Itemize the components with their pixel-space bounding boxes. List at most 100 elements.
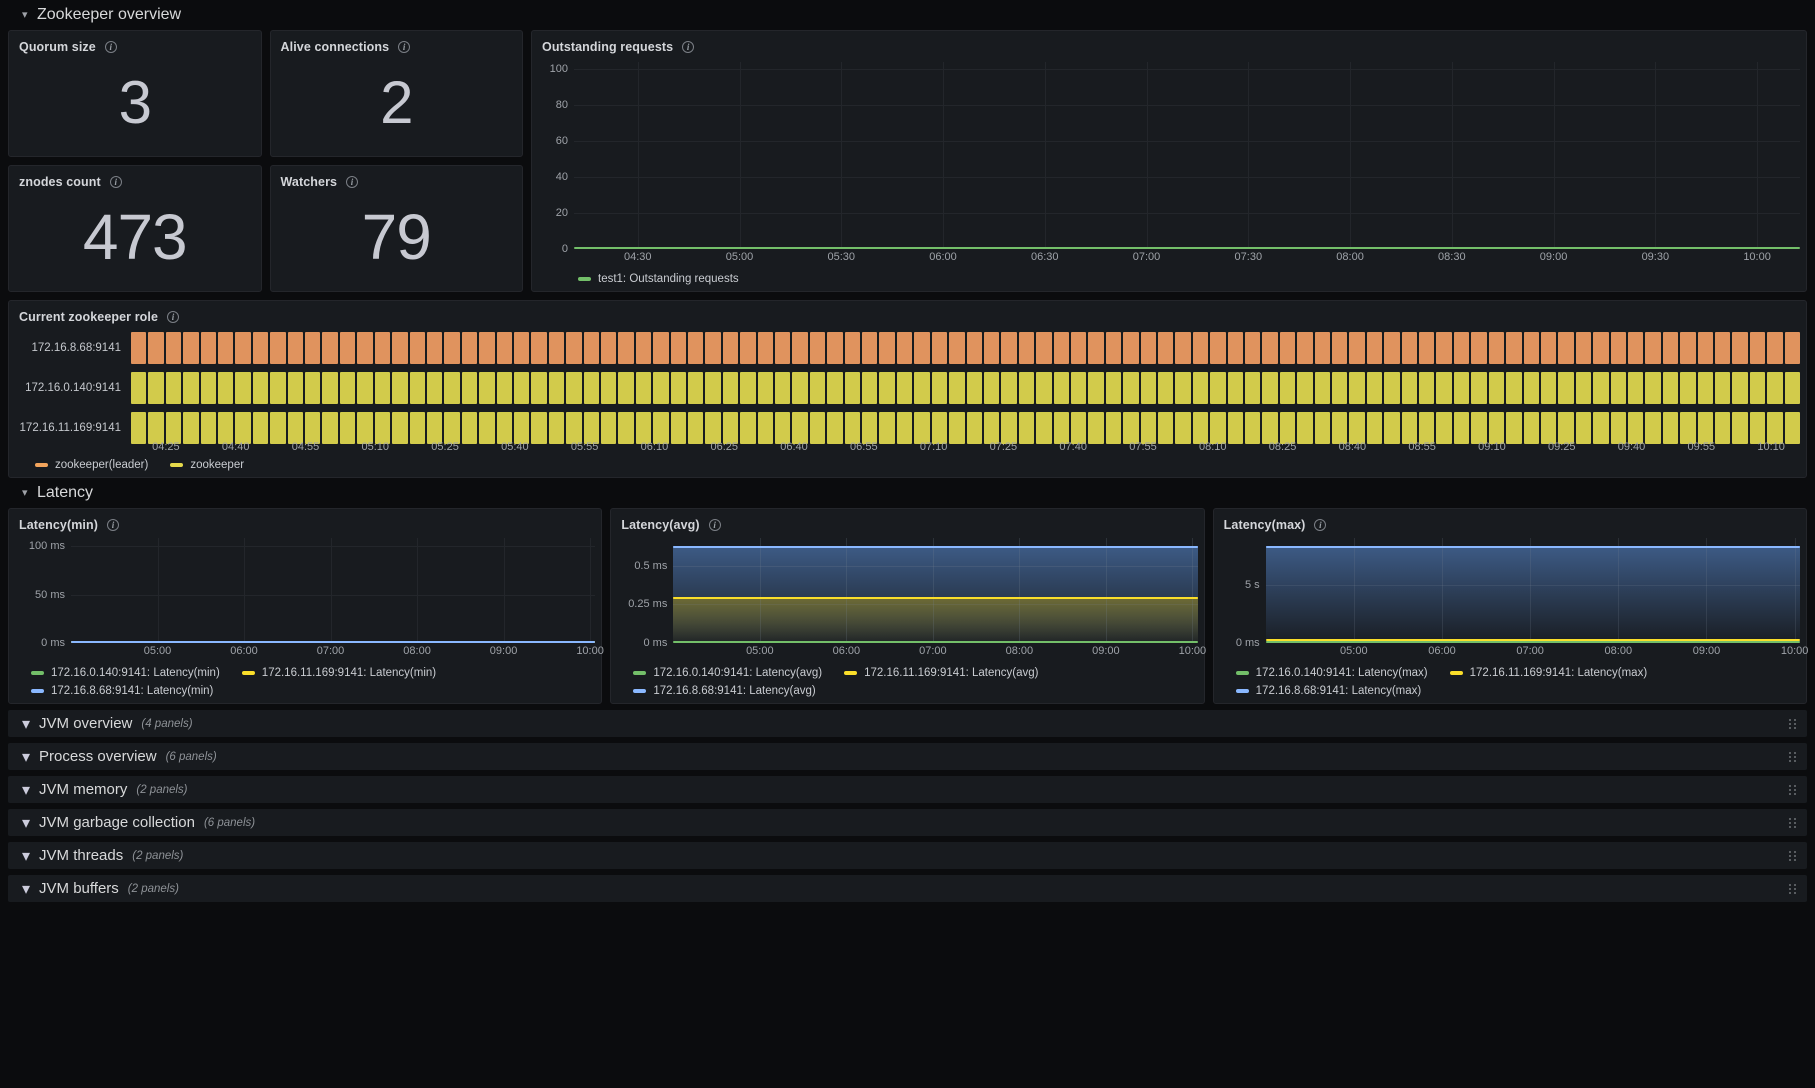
timeline-cell[interactable] bbox=[270, 412, 286, 444]
timeline-cell[interactable] bbox=[392, 332, 408, 364]
timeline-cell[interactable] bbox=[131, 372, 147, 404]
panel-outstanding-requests[interactable]: Outstanding requests i 100 80 60 40 20 0 bbox=[531, 30, 1807, 292]
timeline-cell[interactable] bbox=[183, 332, 199, 364]
timeline-cell[interactable] bbox=[931, 372, 948, 404]
timeline-cell[interactable] bbox=[1749, 332, 1766, 364]
timeline-cell[interactable] bbox=[775, 332, 791, 364]
info-icon[interactable]: i bbox=[109, 176, 122, 188]
timeline-cell[interactable] bbox=[496, 332, 512, 364]
timeline-cell[interactable] bbox=[479, 332, 495, 364]
timeline-cell[interactable] bbox=[583, 412, 599, 444]
timeline-cell[interactable] bbox=[1332, 332, 1348, 364]
timeline-cell[interactable] bbox=[949, 332, 965, 364]
timeline-cell[interactable] bbox=[1593, 332, 1609, 364]
timeline-cell[interactable] bbox=[635, 412, 652, 444]
drag-handle-icon[interactable] bbox=[1789, 850, 1797, 861]
panel-watchers[interactable]: Watchers i 79 bbox=[269, 165, 523, 292]
timeline-cell[interactable] bbox=[1680, 332, 1696, 364]
timeline-cell[interactable] bbox=[792, 372, 808, 404]
timeline-cell[interactable] bbox=[148, 372, 164, 404]
timeline-cell[interactable] bbox=[1210, 412, 1226, 444]
timeline-cell[interactable] bbox=[1314, 412, 1331, 444]
timeline-cell[interactable] bbox=[618, 412, 634, 444]
timeline-cell[interactable] bbox=[635, 332, 652, 364]
timeline-cell[interactable] bbox=[1349, 332, 1365, 364]
timeline-cell[interactable] bbox=[1227, 372, 1243, 404]
timeline-cell[interactable] bbox=[653, 372, 669, 404]
timeline-cell[interactable] bbox=[862, 412, 878, 444]
timeline-cell[interactable] bbox=[566, 372, 582, 404]
timeline-cell[interactable] bbox=[1697, 412, 1713, 444]
timeline-cell[interactable] bbox=[1506, 332, 1522, 364]
timeline-cell[interactable] bbox=[339, 412, 356, 444]
timeline-cell[interactable] bbox=[1192, 332, 1209, 364]
timeline-cell[interactable] bbox=[1610, 412, 1626, 444]
timeline-cell[interactable] bbox=[548, 372, 565, 404]
timeline-cell[interactable] bbox=[444, 372, 460, 404]
timeline-cell[interactable] bbox=[339, 372, 356, 404]
timeline-cell[interactable] bbox=[1419, 412, 1435, 444]
timeline-cell[interactable] bbox=[392, 412, 408, 444]
timeline-cell[interactable] bbox=[131, 412, 147, 444]
legend-item[interactable]: 172.16.0.140:9141: Latency(min) bbox=[31, 667, 220, 679]
timeline-cell[interactable] bbox=[444, 332, 460, 364]
timeline-cell[interactable] bbox=[879, 412, 895, 444]
info-icon[interactable]: i bbox=[107, 519, 119, 531]
timeline-cell[interactable] bbox=[1436, 412, 1452, 444]
timeline-cell[interactable] bbox=[722, 372, 739, 404]
timeline-cell[interactable] bbox=[513, 372, 530, 404]
timeline-cell[interactable] bbox=[1192, 372, 1209, 404]
timeline-cell[interactable] bbox=[426, 372, 443, 404]
timeline-cell[interactable] bbox=[740, 332, 756, 364]
timeline-track-leader[interactable] bbox=[131, 332, 1800, 364]
timeline-cell[interactable] bbox=[1175, 332, 1191, 364]
collapsed-row-process-overview[interactable]: ▾Process overview(6 panels) bbox=[8, 743, 1807, 770]
timeline-cell[interactable] bbox=[287, 372, 304, 404]
timeline-cell[interactable] bbox=[1192, 412, 1209, 444]
timeline-cell[interactable] bbox=[200, 372, 217, 404]
timeline-cell[interactable] bbox=[1140, 332, 1156, 364]
timeline-cell[interactable] bbox=[1401, 372, 1418, 404]
timeline-cell[interactable] bbox=[1714, 412, 1731, 444]
timeline-cell[interactable] bbox=[322, 332, 338, 364]
timeline-cell[interactable] bbox=[1088, 412, 1104, 444]
timeline-cell[interactable] bbox=[966, 372, 982, 404]
timeline-cell[interactable] bbox=[1245, 372, 1261, 404]
timeline-cell[interactable] bbox=[1157, 412, 1174, 444]
timeline-cell[interactable] bbox=[1366, 412, 1383, 444]
timeline-cell[interactable] bbox=[931, 412, 948, 444]
timeline-cell[interactable] bbox=[1088, 372, 1104, 404]
timeline-cell[interactable] bbox=[183, 412, 199, 444]
timeline-cell[interactable] bbox=[339, 332, 356, 364]
collapsed-row-jvm-memory[interactable]: ▾JVM memory(2 panels) bbox=[8, 776, 1807, 803]
timeline-cell[interactable] bbox=[583, 332, 599, 364]
timeline-cell[interactable] bbox=[1227, 332, 1243, 364]
timeline-cell[interactable] bbox=[1279, 372, 1296, 404]
timeline-cell[interactable] bbox=[322, 372, 338, 404]
timeline-cell[interactable] bbox=[1262, 412, 1278, 444]
legend-item[interactable]: 172.16.11.169:9141: Latency(avg) bbox=[844, 667, 1038, 679]
timeline-cell[interactable] bbox=[1123, 412, 1139, 444]
timeline-cell[interactable] bbox=[1262, 372, 1278, 404]
timeline-cell[interactable] bbox=[1001, 332, 1017, 364]
timeline-cell[interactable] bbox=[1540, 412, 1557, 444]
legend-item[interactable]: 172.16.0.140:9141: Latency(max) bbox=[1235, 667, 1428, 679]
timeline-cell[interactable] bbox=[1627, 412, 1644, 444]
timeline-cell[interactable] bbox=[548, 332, 565, 364]
drag-handle-icon[interactable] bbox=[1789, 883, 1797, 894]
timeline-cell[interactable] bbox=[966, 412, 982, 444]
timeline-cell[interactable] bbox=[1332, 372, 1348, 404]
panel-alive-connections[interactable]: Alive connections i 2 bbox=[269, 30, 523, 157]
timeline-cell[interactable] bbox=[444, 412, 460, 444]
timeline-cell[interactable] bbox=[374, 412, 391, 444]
row-header-zookeeper-overview[interactable]: ▾ Zookeeper overview bbox=[8, 0, 1807, 30]
timeline-cell[interactable] bbox=[461, 372, 478, 404]
timeline-cell[interactable] bbox=[1506, 372, 1522, 404]
timeline-cell[interactable] bbox=[583, 372, 599, 404]
timeline-cell[interactable] bbox=[1540, 332, 1557, 364]
timeline-cell[interactable] bbox=[600, 372, 617, 404]
timeline-cell[interactable] bbox=[1384, 372, 1400, 404]
timeline-cell[interactable] bbox=[1453, 412, 1470, 444]
timeline-cell[interactable] bbox=[1471, 332, 1487, 364]
legend-item[interactable]: 172.16.11.169:9141: Latency(max) bbox=[1449, 667, 1647, 679]
